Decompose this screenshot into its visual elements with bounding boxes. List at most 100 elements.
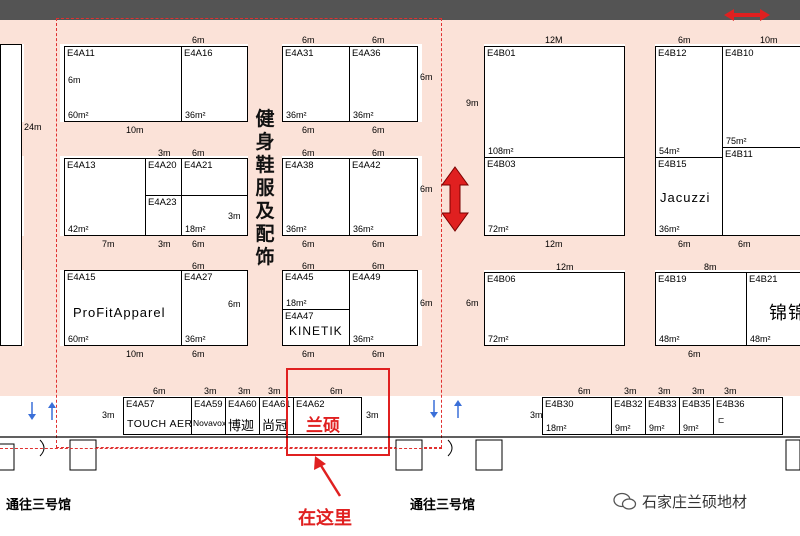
booth-E4A42[interactable]: E4A42 36m² <box>349 158 418 236</box>
dim-label: 3m <box>624 386 637 396</box>
booth-id: E4A61 <box>262 399 291 410</box>
dim-label: 6m <box>192 148 205 158</box>
booth-E4A57[interactable]: E4A57 TOUCH AERO <box>123 397 201 435</box>
booth-E4A11[interactable]: E4A11 6m 60m² <box>64 46 182 122</box>
dim-label: 3m <box>692 386 705 396</box>
booth-area: 54m² <box>659 146 680 156</box>
booth-E4A60[interactable]: E4A60 博迦 <box>225 397 260 435</box>
booth-E4B19[interactable]: E4B19 48m² <box>655 272 747 346</box>
booth-E4A27[interactable]: E4A27 6m 36m² <box>181 270 248 346</box>
booth-id: E4A27 <box>184 272 213 283</box>
booth-id: E4B30 <box>545 399 574 410</box>
pointer-arrow-icon <box>314 456 342 497</box>
booth-id: E4A15 <box>67 272 96 283</box>
dim-label: 12m <box>556 262 574 272</box>
booth-id: E4A57 <box>126 399 155 410</box>
wechat-icon <box>613 492 637 510</box>
dim-label: 6m <box>466 298 479 308</box>
aisle-bottom <box>0 346 800 396</box>
booth-id: E4B12 <box>658 48 687 59</box>
double-arrow-icon <box>441 166 469 232</box>
booth-E4B01[interactable]: E4B01 108m² <box>484 46 625 158</box>
booth-id: E4A60 <box>228 399 257 410</box>
aisle-top <box>0 20 800 44</box>
aisle-right <box>625 44 655 346</box>
booth-exhibitor-name: 博迦 <box>228 419 255 434</box>
aisle-section-title <box>248 44 282 346</box>
booth-E4A49[interactable]: E4A49 36m² <box>349 270 418 346</box>
dim-label: 6m <box>153 386 166 396</box>
booth-E4A21[interactable]: E4A21 18m² 3m <box>181 158 248 236</box>
booth-E4B12[interactable]: E4B12 54m² <box>655 46 723 158</box>
top-toolbar-strip <box>0 0 800 20</box>
booth-E4A47[interactable]: E4A47 KINETIK <box>282 309 350 346</box>
booth-E4B36[interactable]: E4B36 ㄷ <box>713 397 783 435</box>
booth-area: 36m² <box>353 224 374 234</box>
booth-id: E4A11 <box>67 48 95 59</box>
booth-E4A16[interactable]: E4A16 36m² <box>181 46 248 122</box>
dim-label: 6m <box>372 125 385 135</box>
booth-E4B15[interactable]: E4B15 Jacuzzi 36m² <box>655 157 723 236</box>
dim-label: 6m <box>192 261 205 271</box>
booth-area: 18m² <box>185 224 206 234</box>
dim-label: 3m <box>204 386 217 396</box>
hall-wall <box>0 436 800 471</box>
booth-E4A59[interactable]: E4A59 Novavox <box>191 397 226 435</box>
dim-label: 6m <box>678 35 691 45</box>
booth-E4A38[interactable]: E4A38 36m² <box>282 158 350 236</box>
booth-E4A62[interactable]: E4A62 兰硕 <box>293 397 362 436</box>
booth-area: 36m² <box>185 334 206 344</box>
booth-id: E4B06 <box>487 274 516 285</box>
booth-area: ㄷ <box>717 416 726 426</box>
booth-id: E4A38 <box>285 160 314 171</box>
booth-E4A23[interactable]: E4A23 <box>145 195 182 236</box>
booth-exhibitor-name: 兰硕 <box>306 416 340 436</box>
booth-area: 72m² <box>488 224 509 234</box>
booth-id: E4B36 <box>716 399 745 410</box>
dim-label: 6m <box>228 299 241 309</box>
booth-E4A36[interactable]: E4A36 36m² <box>349 46 418 122</box>
booth-area: 9m² <box>649 423 665 433</box>
dim-label: 6m <box>192 349 205 359</box>
dim-label: 3m <box>158 239 171 249</box>
booth-area: 75m² <box>726 136 747 146</box>
booth-E4A15[interactable]: E4A15 ProFitApparel 60m² <box>64 270 182 346</box>
booth-divider <box>182 195 248 196</box>
booth-E4A13[interactable]: E4A13 42m² <box>64 158 146 236</box>
booth-E4A61[interactable]: E4A61 尚冠 <box>259 397 294 435</box>
booth-exhibitor-name: KINETIK <box>289 324 343 338</box>
dim-label: 6m <box>578 386 591 396</box>
dim-label: 7m <box>102 239 115 249</box>
booth-id: E4A36 <box>352 48 381 59</box>
booth-E4B33[interactable]: E4B33 9m² <box>645 397 680 435</box>
dim-label: 6m <box>372 239 385 249</box>
dim-label: 10m <box>126 349 144 359</box>
section-title: 健身鞋服及配饰 <box>254 108 276 269</box>
booth-E4B06[interactable]: E4B06 72m² <box>484 272 625 346</box>
highlight-box <box>286 368 390 456</box>
booth-E4B11[interactable]: E4B11 <box>722 147 800 236</box>
dim-label: 3m <box>228 211 241 221</box>
booth-E4B10[interactable]: E4B10 75m² <box>722 46 800 148</box>
booth-area: 108m² <box>488 146 514 156</box>
dim-label: 6m <box>372 35 385 45</box>
dim-label: 3m <box>724 386 737 396</box>
booth-area: 36m² <box>659 224 680 234</box>
booth-id: E4B35 <box>682 399 711 410</box>
booth-id: E4A62 <box>296 399 325 410</box>
dim-label: 3m <box>366 410 379 420</box>
dim-label: 3m <box>530 410 543 420</box>
booth-E4B21[interactable]: E4B21 锦锦 48m² <box>746 272 800 346</box>
booth-E4B03[interactable]: E4B03 72m² <box>484 157 625 236</box>
dim-label: 24m <box>24 122 42 132</box>
dim-label: 6m <box>420 72 433 82</box>
dim-label: 12M <box>545 35 563 45</box>
booth-area: 36m² <box>286 110 307 120</box>
dim-label: 6m <box>302 261 315 271</box>
booth-E4B30[interactable]: E4B30 18m² <box>542 397 612 435</box>
booth-far-left[interactable] <box>0 44 22 346</box>
booth-area: 36m² <box>353 334 374 344</box>
booth-area: 9m² <box>683 423 699 433</box>
booth-E4A31[interactable]: E4A31 36m² <box>282 46 350 122</box>
